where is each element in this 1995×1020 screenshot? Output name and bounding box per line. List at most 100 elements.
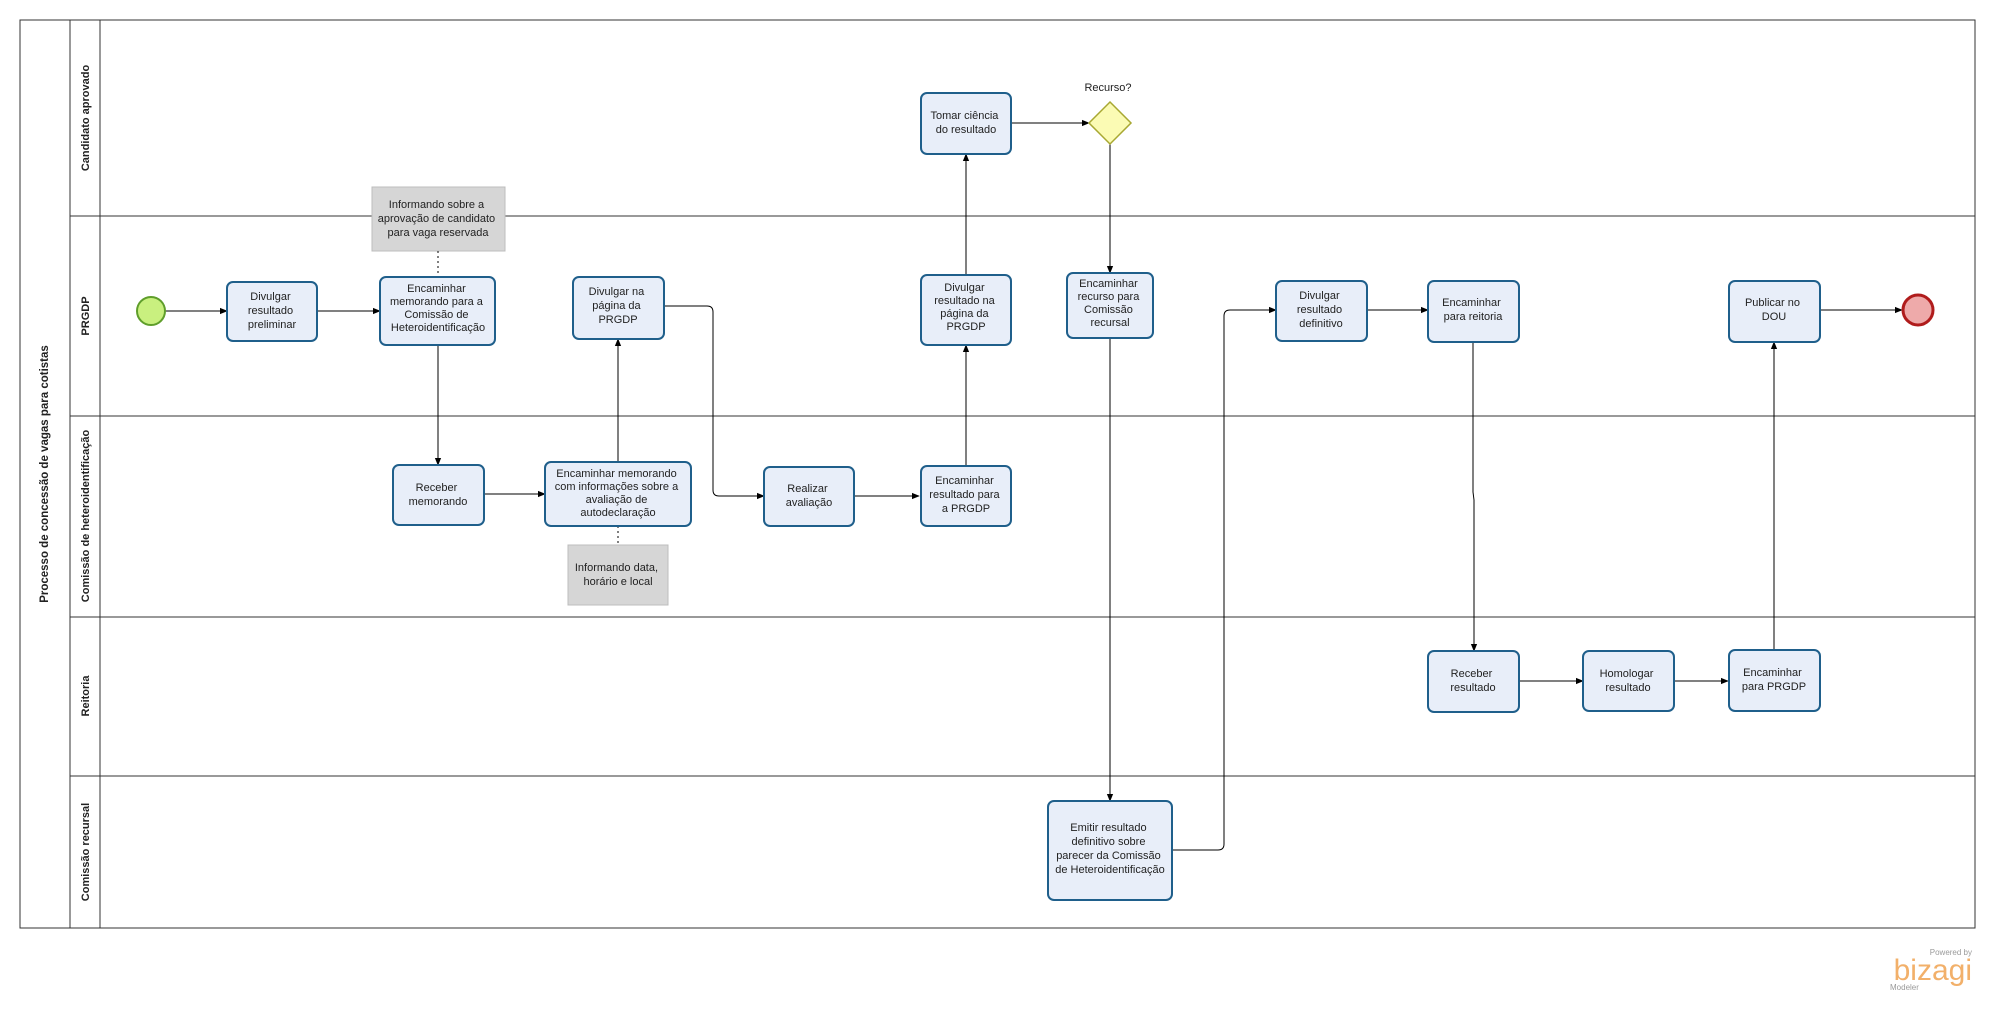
task-line: recurso para — [1078, 291, 1141, 303]
task-line: Heteroidentificação — [391, 322, 485, 334]
task-encaminhar-info-autodeclaracao: Encaminhar memorando com informações sob… — [544, 461, 692, 527]
lane-label-comissao-hetero: Comissão de heteroidentificação — [80, 430, 92, 603]
logo-modeler: Modeler — [1890, 983, 1919, 992]
svg-text:Receber resultado: Receber resultado — [1450, 668, 1495, 694]
task-line: a PRGDP — [942, 503, 990, 515]
svg-text:Divulgar resultado na: Divulgar resultado na página da PRGDP — [934, 282, 998, 333]
task-line: Encaminhar — [1743, 667, 1802, 679]
task-line: do resultado — [936, 124, 997, 136]
svg-text:Publicar no DOU: Publicar no DOU — [1745, 297, 1803, 323]
annotation-line: Informando sobre a — [389, 199, 485, 211]
task-line: resultado — [1605, 682, 1650, 694]
task-line: Comissão — [1084, 304, 1133, 316]
task-encaminhar-recurso: Encaminhar recurso para Comissão recursa… — [1066, 272, 1154, 339]
task-line: autodeclaração — [580, 507, 655, 519]
logo-brand: bizagi — [1894, 954, 1972, 987]
task-encaminhar-memorando: Encaminhar memorando para a Comissão de … — [379, 276, 496, 346]
svg-text:Encaminhar para reitoria: Encaminhar para reitoria — [1442, 297, 1504, 323]
pool-label: Processo de concessão de vagas para coti… — [39, 345, 51, 603]
task-line: preliminar — [248, 319, 297, 331]
svg-text:Emitir resultado definit: Emitir resultado definitivo sobre parece… — [1055, 822, 1164, 876]
task-realizar-avaliacao: Realizar avaliação — [763, 466, 855, 527]
flow-emitir-to-definitivo — [1172, 306, 1277, 851]
logo-powered-by: Powered by — [1930, 948, 1972, 957]
svg-text:Divulgar resultado: Divulgar resultado preliminar — [248, 291, 297, 331]
task-publicar-dou: Publicar no DOU — [1728, 280, 1821, 343]
lane-comissao-heteroidentificacao: Comissão de heteroidentificação — [70, 430, 1975, 618]
lane-prgdp: PRGDP — [70, 296, 1975, 417]
task-line: resultado na — [934, 295, 995, 307]
gateway-label: Recurso? — [1084, 82, 1131, 94]
task-line: Emitir resultado — [1070, 822, 1146, 834]
svg-text:Encaminhar recurso para: Encaminhar recurso para Comissão recursa… — [1078, 278, 1143, 329]
task-line: Encaminhar — [1079, 278, 1138, 290]
sequence-flows — [165, 119, 1903, 851]
task-line: recursal — [1090, 317, 1129, 329]
task-line: de Heteroidentificação — [1055, 864, 1164, 876]
svg-text:Receber memorando: Receber memorando — [409, 482, 468, 508]
task-line: Divulgar — [944, 282, 985, 294]
svg-text:Informando sobre a aprov: Informando sobre a aprovação de candidat… — [378, 199, 499, 239]
task-line: resultado — [1450, 682, 1495, 694]
task-line: PRGDP — [598, 314, 637, 326]
flow-pagina-to-avaliacao — [664, 305, 765, 500]
task-line: com informações sobre a — [555, 481, 679, 493]
task-line: Encaminhar — [1442, 297, 1501, 309]
task-line: página da — [940, 308, 989, 320]
task-receber-memorando: Receber memorando — [392, 464, 485, 526]
lane-label-reitoria: Reitoria — [80, 675, 92, 717]
task-line: Divulgar na — [589, 286, 646, 298]
task-line: Tomar ciência — [931, 110, 1000, 122]
svg-text:Divulgar na página da: Divulgar na página da PRGDP — [589, 286, 648, 326]
task-line: Divulgar — [250, 291, 291, 303]
task-line: página da — [592, 300, 641, 312]
task-line: Encaminhar memorando — [556, 468, 676, 480]
task-encaminhar-para-prgdp: Encaminhar para PRGDP — [1728, 649, 1821, 712]
svg-text:Encaminhar memorando com: Encaminhar memorando com informações sob… — [555, 468, 682, 519]
task-line: DOU — [1762, 311, 1787, 323]
task-line: Divulgar — [1299, 290, 1340, 302]
task-line: Receber — [1451, 668, 1493, 680]
task-line: memorando para a — [390, 296, 484, 308]
task-line: Homologar — [1600, 668, 1654, 680]
task-divulgar-resultado-definitivo: Divulgar resultado definitivo — [1275, 280, 1368, 342]
start-event — [136, 296, 166, 326]
task-encaminhar-reitoria: Encaminhar para reitoria — [1427, 280, 1520, 343]
task-divulgar-resultado-pagina: Divulgar resultado na página da PRGDP — [920, 274, 1012, 346]
task-line: avaliação — [786, 497, 832, 509]
bizagi-logo: Powered by bizagi Modeler — [1890, 948, 1972, 992]
annotation-line: aprovação de candidato — [378, 213, 495, 225]
lane-label-candidato: Candidato aprovado — [80, 65, 92, 172]
svg-text:Tomar ciência do resulta: Tomar ciência do resultado — [931, 110, 1002, 136]
flow-reitoria-to-receber — [1470, 342, 1478, 652]
task-line: PRGDP — [946, 321, 985, 333]
task-line: definitivo sobre — [1071, 836, 1145, 848]
task-tomar-ciencia: Tomar ciência do resultado — [920, 92, 1012, 155]
task-line: para PRGDP — [1742, 681, 1806, 693]
svg-text:Realizar avaliação: Realizar avaliação — [786, 483, 832, 509]
task-emitir-resultado-definitivo: Emitir resultado definitivo sobre parece… — [1047, 800, 1173, 901]
task-line: resultado para — [929, 489, 1000, 501]
task-line: para reitoria — [1444, 311, 1504, 323]
gateway-recurso: Recurso? — [1084, 82, 1133, 146]
lane-label-prgdp: PRGDP — [80, 296, 92, 335]
task-encaminhar-resultado-prgdp: Encaminhar resultado para a PRGDP — [920, 465, 1012, 527]
task-divulgar-pagina-prgdp: Divulgar na página da PRGDP — [572, 276, 665, 340]
end-event — [1901, 293, 1935, 327]
task-line: resultado — [1297, 304, 1342, 316]
svg-text:Encaminhar memorando par: Encaminhar memorando para a Comissão de … — [390, 283, 486, 334]
task-line: Receber — [416, 482, 458, 494]
lane-reitoria: Reitoria — [70, 675, 1975, 777]
task-line: Publicar no — [1745, 297, 1800, 309]
annotation-aprovacao: Informando sobre a aprovação de candidat… — [371, 186, 506, 276]
task-homologar-resultado: Homologar resultado — [1582, 650, 1675, 712]
task-divulgar-preliminar: Divulgar resultado preliminar — [226, 281, 318, 342]
task-line: memorando — [409, 496, 468, 508]
task-line: Encaminhar — [935, 475, 994, 487]
task-line: parecer da Comissão — [1056, 850, 1161, 862]
svg-text:Encaminhar resultado par: Encaminhar resultado para a PRGDP — [929, 475, 1002, 515]
task-line: avaliação de — [586, 494, 648, 506]
svg-text:Encaminhar para PRGDP: Encaminhar para PRGDP — [1742, 667, 1806, 693]
task-line: definitivo — [1299, 318, 1342, 330]
